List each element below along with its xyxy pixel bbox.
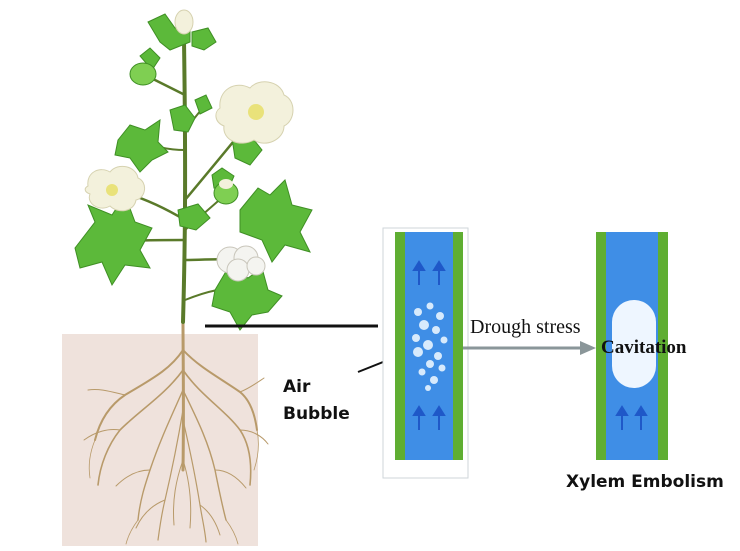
xylem-vessel-bubbles: [382, 227, 469, 479]
air-bubbles: [412, 302, 448, 391]
flower-top: [174, 9, 194, 35]
root-system: [83, 318, 269, 545]
xylem-embolism-label: Xylem Embolism: [566, 472, 724, 492]
soil-block: [62, 334, 258, 546]
drought-stress-label: Drough stress: [470, 316, 581, 338]
air-bubble-label-line2: Bubble: [283, 404, 350, 424]
up-arrow-icon: [412, 260, 446, 430]
xylem-vessel-cavitation: [596, 232, 668, 460]
right-arrow-icon: [463, 341, 596, 355]
air-bubble-label-line1: Air: [283, 377, 311, 397]
cavitation-label: Cavitation: [601, 337, 687, 358]
cotton-flowers: [84, 9, 294, 282]
flower-right: [215, 81, 294, 144]
up-arrow-icon: [615, 405, 648, 430]
air-bubble-label: Air Bubble: [283, 374, 350, 428]
flower-left: [84, 165, 145, 212]
bud-upper: [129, 62, 157, 86]
open-boll: [216, 245, 266, 282]
